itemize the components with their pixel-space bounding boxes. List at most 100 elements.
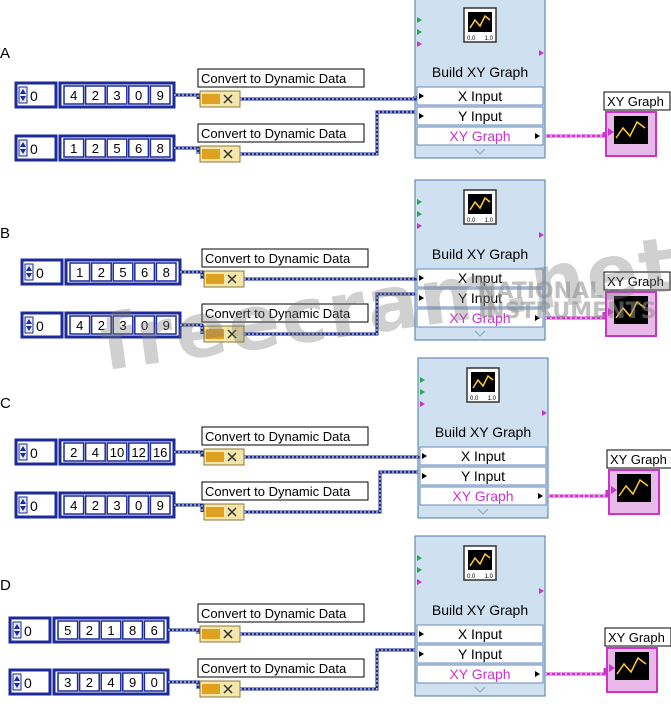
option-d-build-icon-plot: [468, 550, 492, 570]
option-b-top-convert-label-box: [201, 248, 369, 268]
option-c-build-row: [419, 446, 547, 466]
option-d-top-element-box: [100, 620, 122, 640]
option-a-bottom-element-value: 2: [92, 141, 99, 156]
option-d-bottom-element-box: [100, 672, 122, 692]
option-a-build-row: [416, 106, 544, 126]
option-c-build-row-label: X Input: [461, 448, 505, 464]
option-b-build-row: [416, 268, 544, 288]
option-d-top-element-box: [143, 620, 165, 640]
option-b-bottom-element-value: 2: [98, 318, 105, 333]
option-d-bottom-index-value: 0: [24, 675, 32, 691]
option-b-graph-label-box: [603, 271, 671, 291]
option-b-top-convert-label: Convert to Dynamic Data: [205, 251, 351, 266]
option-b-build-row-label: XY Graph: [449, 310, 510, 326]
option-d-bottom-index-arrows: [12, 673, 22, 691]
option-a-bottom-index-arrow-icon: [20, 142, 26, 154]
option-a-top-convert-icon-cross: [223, 94, 233, 104]
option-b-top-element-value: 6: [141, 265, 148, 280]
option-d-top-element-box: [57, 620, 79, 640]
option-c-build-terminal: [420, 377, 425, 383]
option-c-top-element-box: [84, 442, 106, 462]
option-d-bottom-element-value: 2: [86, 675, 93, 690]
option-b-top-convert-icon-left: [206, 274, 224, 284]
option-d-build-icon-line: [469, 552, 491, 567]
option-c-top-index-arrows: [18, 443, 28, 461]
option-c-build-icon-tick: 0.0: [470, 396, 479, 402]
option-d-graph-icon-plot: [615, 652, 649, 680]
option-a-wire-graph: [545, 132, 606, 138]
option-a-top-element-box: [128, 85, 150, 105]
option-a-build-row: [416, 86, 544, 106]
option-a-letter: A: [0, 45, 10, 62]
option-c-wire-bottom-in-dash: [174, 504, 203, 512]
option-a-build-terminal: [417, 29, 422, 35]
option-c-top-index-arrow-icon: [20, 446, 26, 458]
option-a-bottom-element-box: [84, 138, 106, 158]
option-b-build-row-arrow: [419, 275, 424, 281]
option-b-top-element-box: [134, 262, 156, 282]
option-d-bottom-element-value: 4: [107, 675, 114, 690]
option-d-bottom-element-value: 3: [64, 675, 71, 690]
option-a-bottom-element-value: 6: [135, 141, 142, 156]
option-c-bottom-index-arrows: [18, 496, 28, 514]
option-d-build-row: [416, 664, 544, 684]
option-c-build-expand-icon: [477, 508, 489, 515]
option-a-top-element-value: 9: [157, 88, 164, 103]
option-a-top-element-value: 0: [135, 88, 142, 103]
option-d-top-index-value: 0: [24, 623, 32, 639]
option-d-bottom-element-value: 9: [129, 675, 136, 690]
option-c-top-convert-label: Convert to Dynamic Data: [205, 429, 351, 444]
option-c-bottom-convert-label: Convert to Dynamic Data: [205, 484, 351, 499]
option-c-bottom-convert-icon-left: [206, 507, 224, 517]
option-d-build-row-label: XY Graph: [449, 666, 510, 682]
option-b-graph-label: XY Graph: [607, 274, 664, 289]
option-d-bottom-convert-icon-cross: [223, 684, 233, 694]
option-a-build-row-label: Y Input: [458, 108, 502, 124]
option-b-build-row-label: X Input: [458, 270, 502, 286]
option-a-graph-label-box: [603, 91, 671, 111]
option-d-top-element-value: 5: [64, 623, 71, 638]
option-c-build-terminal: [420, 401, 425, 407]
option-d-build-row-arrow: [535, 671, 540, 677]
option-a-build-row-label: XY Graph: [449, 128, 510, 144]
option-c-build-output-terminal: [542, 410, 547, 416]
option-b-top-index-value: 0: [36, 265, 44, 281]
option-b-bottom-element-value: 9: [163, 318, 170, 333]
option-b-build-icon-plot: [468, 194, 492, 214]
option-b-build-row-arrow: [419, 295, 424, 301]
option-c-bottom-convert-icon-cross: [227, 507, 237, 517]
option-d-build-row: [416, 644, 544, 664]
option-d-build-row-label: Y Input: [458, 646, 502, 662]
option-d-letter: D: [0, 577, 11, 594]
option-b-build-terminal: [417, 211, 422, 217]
option-c-top-element-value: 12: [131, 445, 145, 460]
option-c-build-title: Build XY Graph: [435, 424, 531, 440]
option-c-top-index-value: 0: [30, 445, 38, 461]
option-b-top-index-arrows: [24, 263, 34, 281]
option-b-graph-icon-plot: [614, 296, 648, 324]
option-d-graph-icon-terminal: [609, 664, 615, 672]
option-d-bottom-convert-label: Convert to Dynamic Data: [201, 661, 347, 676]
option-a-wire-y-input-dash: [240, 111, 415, 155]
option-a-top-convert-icon-left: [202, 94, 220, 104]
option-b-top-convert-icon-cross: [227, 274, 237, 284]
option-b-bottom-convert-label-box: [201, 303, 369, 323]
option-b-build-icon-line: [469, 196, 491, 211]
option-a-wire-x-input-dash: [240, 96, 416, 100]
option-a-wire-top-in: [174, 93, 200, 99]
option-a-graph-icon-plot: [614, 116, 648, 144]
option-a-bottom-convert-label: Convert to Dynamic Data: [201, 126, 347, 141]
option-a-bottom-element-box: [63, 138, 85, 158]
option-d-build-row: [416, 624, 544, 644]
option-a-graph-icon-terminal: [608, 128, 614, 136]
option-b-bottom-element-box: [90, 315, 112, 335]
option-b-build-row-arrow: [535, 315, 540, 321]
option-a-top-element-box: [149, 85, 171, 105]
option-c-wire-bottom-in: [174, 503, 204, 512]
option-a-build-row: [416, 126, 544, 146]
option-c-top-convert-icon-cross: [227, 452, 237, 462]
option-c-build-row: [419, 486, 547, 506]
option-a-build-output-terminal: [539, 50, 544, 56]
option-b-build-row: [416, 308, 544, 328]
